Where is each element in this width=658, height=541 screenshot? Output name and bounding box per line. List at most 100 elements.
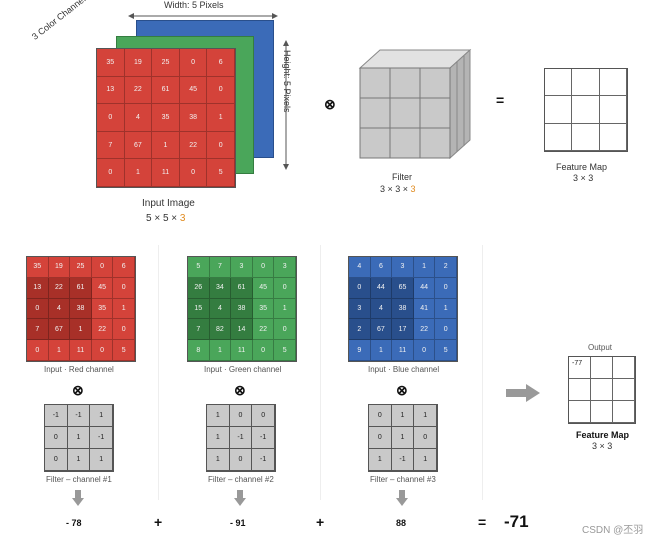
matrix-cell: 5 bbox=[435, 340, 457, 361]
matrix-cell: 0 bbox=[91, 257, 114, 278]
matrix-cell: 11 bbox=[231, 340, 253, 361]
plus-symbol-1: + bbox=[154, 514, 163, 530]
matrix-cell: 2 bbox=[435, 257, 457, 278]
feature-map-cell bbox=[591, 401, 613, 423]
matrix-cell: 38 bbox=[179, 104, 208, 132]
input-volume: Width: 5 Pixels 3 Color Channels Height:… bbox=[30, 0, 308, 225]
matrix-cell: 3 bbox=[349, 298, 371, 320]
plus-symbol-2: + bbox=[316, 514, 325, 530]
feature-map-cell bbox=[572, 123, 600, 151]
matrix-cell: 4 bbox=[124, 104, 153, 132]
matrix-cell: 7 bbox=[97, 131, 125, 160]
matrix-cell: 7 bbox=[188, 319, 210, 341]
matrix-cell: 1 bbox=[209, 340, 232, 361]
matrix-cell: 1 bbox=[370, 340, 393, 361]
matrix-cell: 3 bbox=[231, 257, 253, 278]
feature-map-cell bbox=[572, 69, 600, 97]
matrix-cell: 1 bbox=[152, 131, 180, 160]
matrix-cell: 5 bbox=[207, 159, 235, 187]
matrix-cell: 0 bbox=[435, 277, 457, 299]
matrix-cell: -1 bbox=[391, 449, 415, 471]
red-conv-symbol: ⊗ bbox=[72, 382, 84, 398]
output-feature-map: -77 bbox=[568, 356, 636, 424]
feature-map-cell bbox=[591, 379, 613, 401]
matrix-cell: 1 bbox=[207, 427, 230, 449]
matrix-cell: 0 bbox=[27, 298, 49, 320]
matrix-cell: 2 bbox=[349, 319, 371, 341]
matrix-cell: 0 bbox=[252, 340, 275, 361]
matrix-cell: 6 bbox=[370, 257, 393, 278]
feature-map-label: Feature Map bbox=[556, 162, 608, 172]
matrix-cell: 25 bbox=[70, 257, 92, 278]
feature-map-dims: 3 × 3 bbox=[573, 173, 594, 183]
matrix-cell: 61 bbox=[70, 277, 92, 299]
filter-label: Filter bbox=[392, 172, 412, 182]
red-channel-caption: Input · Red channel bbox=[44, 365, 114, 374]
matrix-cell: -1 bbox=[229, 427, 253, 449]
matrix-cell: 1 bbox=[413, 257, 436, 278]
matrix-cell: 0 bbox=[274, 277, 296, 299]
matrix-cell: 67 bbox=[370, 319, 393, 341]
matrix-cell: 22 bbox=[413, 319, 436, 341]
matrix-cell: 0 bbox=[97, 104, 125, 132]
matrix-cell: 45 bbox=[179, 76, 208, 105]
matrix-cell: 41 bbox=[413, 298, 436, 320]
green-conv-symbol: ⊗ bbox=[234, 382, 246, 398]
matrix-cell: 1 bbox=[414, 405, 437, 427]
matrix-cell: 9 bbox=[349, 340, 371, 361]
matrix-cell: 11 bbox=[152, 159, 180, 187]
matrix-cell: 0 bbox=[252, 405, 275, 427]
watermark: CSDN @丕羽 bbox=[582, 525, 644, 536]
red-filter-caption: Filter – channel #1 bbox=[46, 475, 112, 484]
green-down-arrow-icon bbox=[234, 490, 246, 506]
matrix-cell: 0 bbox=[369, 427, 392, 449]
matrix-cell: 38 bbox=[70, 298, 92, 320]
matrix-cell: 0 bbox=[369, 405, 392, 427]
feature-map-cell bbox=[545, 96, 573, 124]
matrix-cell: 17 bbox=[392, 319, 414, 341]
feature-map-cell bbox=[545, 69, 573, 97]
matrix-cell: 4 bbox=[209, 298, 232, 320]
matrix-cell: 0 bbox=[207, 76, 235, 105]
matrix-cell: 1 bbox=[207, 104, 235, 132]
matrix-cell: 0 bbox=[27, 340, 49, 361]
matrix-cell: 1 bbox=[414, 449, 437, 471]
matrix-cell: -1 bbox=[45, 405, 68, 427]
matrix-cell: 0 bbox=[414, 427, 437, 449]
feature-map-cell bbox=[545, 123, 573, 151]
filter-dims-highlight: 3 bbox=[410, 184, 416, 194]
matrix-cell: 19 bbox=[124, 49, 153, 77]
matrix-cell: 4 bbox=[48, 298, 71, 320]
output-label: Output bbox=[588, 343, 613, 352]
matrix-cell: 0 bbox=[349, 277, 371, 299]
matrix-cell: 15 bbox=[188, 298, 210, 320]
filter-dims-text: 3 × 3 × bbox=[380, 184, 411, 194]
matrix-cell: 22 bbox=[252, 319, 275, 341]
matrix-cell: 35 bbox=[252, 298, 275, 320]
input-image-dims-highlight: 3 bbox=[179, 213, 186, 224]
blue-down-arrow-icon bbox=[396, 490, 408, 506]
matrix-cell: 1 bbox=[90, 405, 113, 427]
matrix-cell: 19 bbox=[48, 257, 71, 278]
feature-map-cell bbox=[599, 123, 627, 151]
matrix-cell: 11 bbox=[70, 340, 92, 361]
matrix-cell: 0 bbox=[252, 257, 275, 278]
input-image-dims-text: 5 × 5 × bbox=[146, 213, 180, 224]
green-channel-caption: Input · Green channel bbox=[204, 365, 282, 374]
matrix-cell: 35 bbox=[97, 49, 125, 77]
feature-map-cell bbox=[572, 96, 600, 124]
matrix-cell: 0 bbox=[91, 340, 114, 361]
filter-volume: Filter 3 × 3 × 3 bbox=[356, 38, 476, 208]
feature-map-cell bbox=[613, 357, 635, 379]
blue-conv-symbol: ⊗ bbox=[396, 382, 408, 398]
matrix-cell: 0 bbox=[274, 319, 296, 341]
matrix-cell: 67 bbox=[124, 131, 153, 160]
matrix-cell: 38 bbox=[392, 298, 414, 320]
matrix-cell: 6 bbox=[113, 257, 135, 278]
width-arrow bbox=[128, 13, 278, 19]
matrix-cell: 4 bbox=[370, 298, 393, 320]
red-result: - 78 bbox=[66, 518, 82, 528]
